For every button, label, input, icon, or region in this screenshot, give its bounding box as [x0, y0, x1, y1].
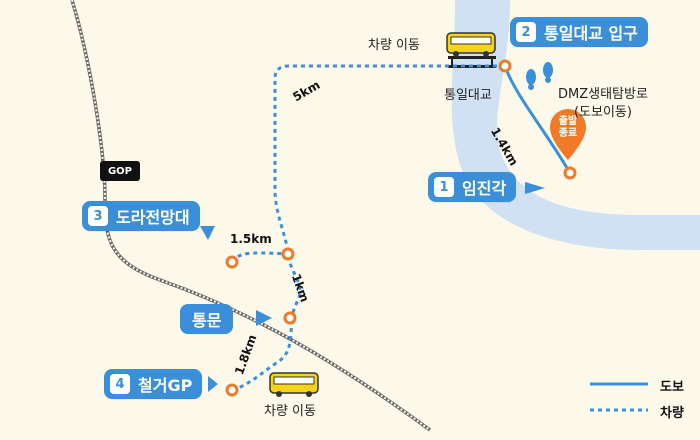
gop-badge: GOP — [100, 161, 140, 181]
point-name-4: 철거GP — [138, 376, 193, 395]
callout-tail-1 — [525, 182, 545, 194]
railway-line — [70, 0, 432, 432]
point-number-4: 4 — [110, 374, 130, 394]
dmz-road-line2: (도보이동) — [573, 105, 632, 120]
callout-point-4[interactable]: 4 철거GP — [104, 369, 203, 399]
point-name-gate: 통문 — [192, 311, 222, 330]
legend-vehicle-label: 차량 — [660, 406, 684, 421]
point-name-2: 통일대교 입구 — [544, 24, 638, 43]
distance-1-5km: 1.5km — [230, 232, 272, 246]
bus-icon-top — [446, 32, 496, 57]
footprints-icon — [526, 62, 553, 90]
waypoint-junction — [281, 247, 295, 261]
callout-point-2[interactable]: 2 통일대교 입구 — [510, 17, 648, 47]
waypoint-gp — [225, 383, 239, 397]
point-number-1: 1 — [434, 177, 454, 197]
callout-tail-3 — [200, 226, 215, 240]
vehicle-label-top: 차량 이동 — [368, 38, 420, 53]
start-marker-line1: 출발 — [558, 116, 578, 127]
vehicle-route-segment-3 — [230, 251, 289, 263]
dmz-road-label: DMZ생태탐방로 (도보이동) — [558, 86, 648, 122]
point-name-1: 임진각 — [462, 179, 507, 198]
start-pin-icon — [550, 109, 586, 160]
callout-point-1[interactable]: 1 임진각 — [428, 172, 517, 202]
point-number-3: 3 — [88, 206, 108, 226]
legend-walk-label: 도보 — [660, 380, 684, 395]
waypoint-bridge — [498, 59, 512, 73]
callout-point-3[interactable]: 3 도라전망대 — [82, 201, 200, 231]
bridge-label: 통일대교 — [444, 88, 492, 103]
callout-tail-4 — [208, 376, 218, 392]
waypoint-gate — [283, 311, 297, 325]
point-name-3: 도라전망대 — [116, 208, 190, 227]
waypoint-markers — [225, 59, 577, 397]
bus-icon-bottom — [269, 372, 319, 397]
waypoint-imjingak — [563, 166, 577, 180]
start-marker-text: 출발 종료 — [555, 116, 581, 140]
start-marker-line2: 종료 — [558, 128, 578, 139]
vehicle-label-bottom: 차량 이동 — [264, 404, 316, 419]
dmz-road-line1: DMZ생태탐방로 — [558, 87, 648, 102]
walking-route — [503, 65, 572, 174]
callout-tail-gate — [256, 310, 272, 326]
waypoint-dora — [225, 255, 239, 269]
callout-gate[interactable]: 통문 — [180, 304, 234, 334]
point-number-2: 2 — [516, 22, 536, 42]
